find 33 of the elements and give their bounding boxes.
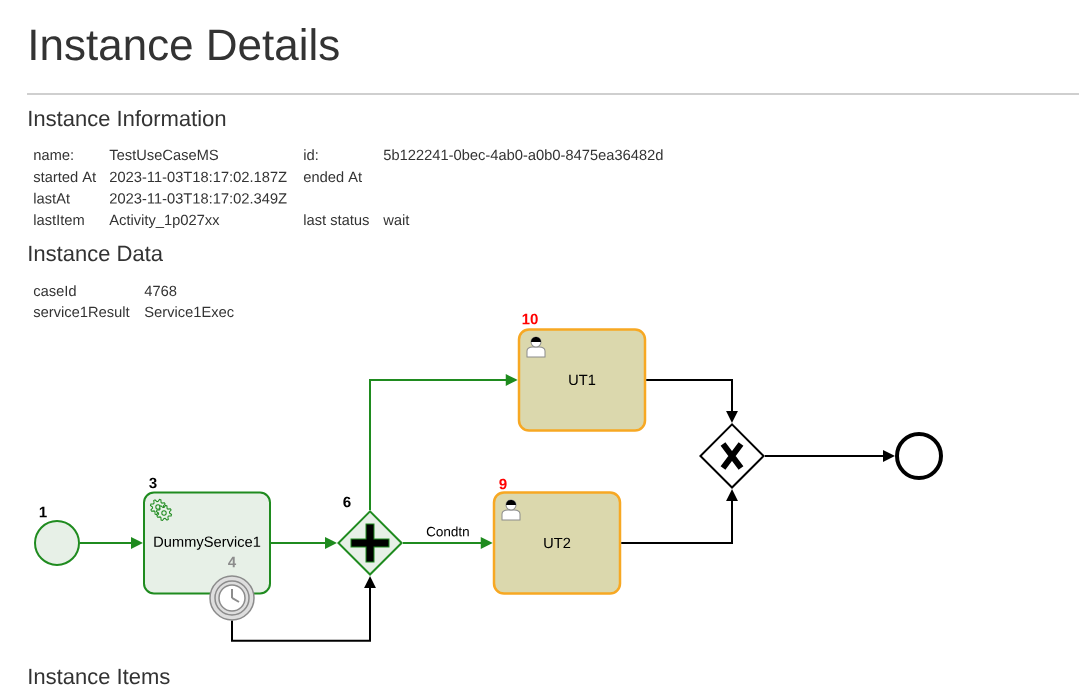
number-label: 3 (149, 477, 157, 489)
section-heading: Instance Items (29, 668, 170, 685)
field-label: ended At (303, 171, 362, 183)
section-heading: Instance Data (29, 245, 163, 262)
field-value: TestUseCaseMS (109, 149, 219, 161)
number-label: 4 (228, 556, 237, 568)
field-label: started At (33, 171, 97, 183)
number-label: 6 (343, 496, 351, 508)
field-label: lastItem (34, 214, 84, 226)
task-box: UT1 (517, 328, 647, 432)
edge-label: Condtn (424, 525, 471, 538)
field-value: 2023-11-03T18:17:02.349Z (110, 193, 287, 204)
field-value: 5b122241-0bec-4ab0-a0b0-8475ea36482d (383, 149, 663, 161)
number-label: 10 (522, 313, 538, 325)
number-label: 1 (39, 506, 47, 518)
event-circle (895, 432, 943, 480)
field-label: caseId (33, 285, 76, 297)
field-value: 4768 (144, 285, 177, 297)
field-label: name: (34, 152, 73, 161)
section-heading: Instance Information (29, 110, 226, 127)
task-box: UT2 (492, 491, 622, 595)
field-value: Service1Exec (144, 306, 234, 318)
field-label: id: (304, 149, 318, 161)
field-label: last status (304, 214, 369, 226)
field-label: lastAt (34, 192, 70, 204)
field-value: wait (383, 214, 410, 226)
page-title: Instance Details (31, 28, 339, 61)
field-value: 2023-11-03T18:17:02.187Z (110, 171, 287, 183)
field-value: Activity_1p027xx (109, 214, 220, 229)
number-label: 9 (499, 478, 507, 490)
field-label: service1Result (33, 306, 130, 318)
gateway-diamond (699, 423, 765, 489)
event-circle (34, 520, 80, 566)
